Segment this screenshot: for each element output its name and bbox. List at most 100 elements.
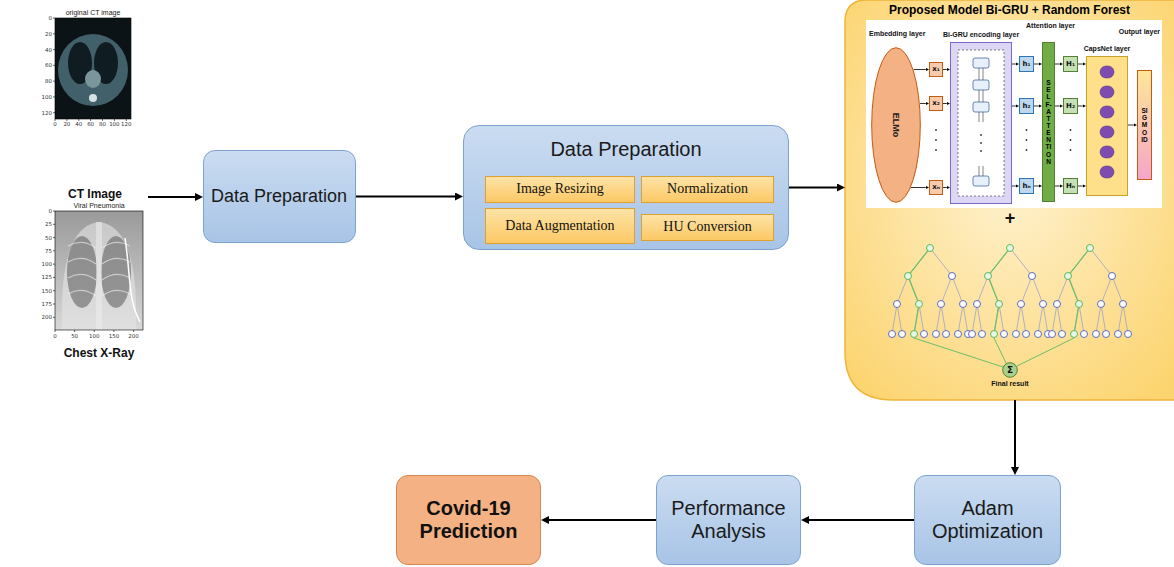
- layer-label: Output layer: [1119, 28, 1160, 36]
- axis-tick: 175: [42, 301, 53, 307]
- flow-arrow: [1055, 64, 1060, 65]
- node-text: hₙ: [1022, 183, 1030, 190]
- axis-tick: 60: [45, 62, 52, 68]
- image-caption: CT Image: [68, 188, 122, 201]
- xray-image: [67, 236, 97, 308]
- process-box: Adam Optimization: [914, 475, 1061, 565]
- node-text: x₁: [932, 66, 940, 73]
- network-figure: [973, 102, 989, 112]
- node-text: h₁: [1022, 61, 1030, 68]
- flow-arrow: [1034, 106, 1039, 107]
- hidden-cell: h₂: [1019, 98, 1034, 114]
- model-panel: Proposed Model Bi-GRU + Random ForestELM…: [845, 0, 1174, 400]
- capsnet-box: CapsNet layer: [1086, 56, 1128, 196]
- flow-arrow: [1014, 400, 1016, 467]
- flow-arrow: [1055, 106, 1060, 107]
- flow-arrow: [1128, 125, 1134, 126]
- flow-arrow: [1012, 64, 1016, 65]
- network-figure: [973, 80, 989, 90]
- node-text: x₂: [932, 100, 940, 107]
- attention-cell: H₁: [1063, 56, 1078, 72]
- axis-tick: 120: [121, 121, 132, 127]
- output-bar: SIGMOID: [1137, 70, 1152, 180]
- model-panel-ground: [845, 0, 1174, 400]
- node-text: Data Preparation: [550, 138, 701, 161]
- axis-tick: 100: [42, 261, 53, 267]
- xray-image: [68, 242, 130, 296]
- flow-arrow: [1034, 64, 1039, 65]
- network-figure: [866, 20, 1162, 208]
- plus-sign: +: [1005, 209, 1016, 229]
- node-text: SELF-ATTENTION: [1045, 79, 1052, 165]
- xray-image: [55, 211, 143, 330]
- result-box: Covid-19 Prediction: [396, 475, 541, 565]
- network-figure: [1100, 146, 1114, 158]
- flow-arrow: [943, 103, 947, 104]
- axis-tick: 60: [87, 121, 94, 127]
- axis-tick: 100: [89, 333, 100, 339]
- group-box: Data PreparationImage Resizing Normalizat…: [463, 125, 789, 250]
- axis-tick: 0: [49, 15, 53, 21]
- shape-outline: [872, 48, 921, 203]
- ct-image: [55, 18, 131, 119]
- network-figure: [935, 129, 937, 131]
- node-text: Proposed Model Bi-GRU + Random Forest: [889, 3, 1130, 17]
- node-text: Adam Optimization: [921, 497, 1054, 543]
- flow-arrow: [914, 69, 926, 70]
- xray-image: [53, 211, 134, 332]
- network-figure: [1100, 86, 1114, 98]
- image-title: Viral Pneumonia: [73, 202, 124, 210]
- random-forest: [969, 245, 1052, 338]
- axis-tick: 50: [71, 333, 78, 339]
- node-text: Σ: [1007, 362, 1013, 378]
- axis-tick: 200: [42, 314, 53, 320]
- network-figure: [935, 139, 937, 141]
- node-text: Performance Analysis: [663, 497, 794, 543]
- step-box: Image Resizing: [485, 176, 635, 203]
- axis-tick: 40: [45, 47, 52, 53]
- network-figure: [980, 142, 982, 144]
- network-figure: [1026, 129, 1028, 131]
- flow-arrow: [943, 187, 947, 188]
- axis-tick: 0: [49, 208, 53, 214]
- axis-tick: 0: [53, 333, 57, 339]
- flow-arrow: [356, 196, 456, 198]
- node-text: H₂: [1066, 103, 1075, 110]
- node-text: Normalization: [667, 182, 748, 197]
- network-figure: [1070, 149, 1072, 151]
- ct-image: [55, 18, 131, 119]
- process-box: Data Preparation: [203, 150, 356, 243]
- flow-arrow: [1012, 186, 1016, 187]
- ct-image: [89, 94, 97, 102]
- sum-circle: ΣFinal result: [1002, 362, 1018, 378]
- network-figure: [866, 20, 1162, 208]
- network-figure: [1086, 56, 1128, 196]
- hidden-cell: hₙ: [1019, 178, 1034, 194]
- node-text: ELMo: [891, 113, 901, 138]
- axis-tick: 75: [45, 248, 52, 254]
- ct-image: [53, 18, 126, 121]
- network-figure: [1026, 139, 1028, 141]
- image-caption: Chest X-Ray: [64, 347, 135, 360]
- node-text: h₂: [1022, 103, 1030, 110]
- layer-label: Attention layer: [1026, 22, 1075, 30]
- process-box: Performance Analysis: [656, 475, 801, 565]
- network-figure: [980, 134, 982, 136]
- ct-image: [58, 34, 128, 106]
- axis-tick: 80: [99, 121, 106, 127]
- flow-arrow: [1012, 106, 1016, 107]
- network-figure: [979, 68, 983, 176]
- axis-tick: 150: [42, 288, 53, 294]
- axis-tick: 80: [45, 78, 52, 84]
- node-text: Hₙ: [1066, 183, 1075, 190]
- flow-arrow: [1055, 186, 1060, 187]
- axis-tick: 20: [45, 31, 52, 37]
- network-figure: [1100, 66, 1114, 178]
- embedding-ellipse: ELMo: [871, 47, 921, 203]
- network-figure: [980, 150, 982, 152]
- attention-cell: H₂: [1063, 98, 1078, 114]
- flow-arrow: [789, 187, 837, 189]
- axis-tick: 25: [45, 221, 52, 227]
- network-figure: [1100, 66, 1114, 78]
